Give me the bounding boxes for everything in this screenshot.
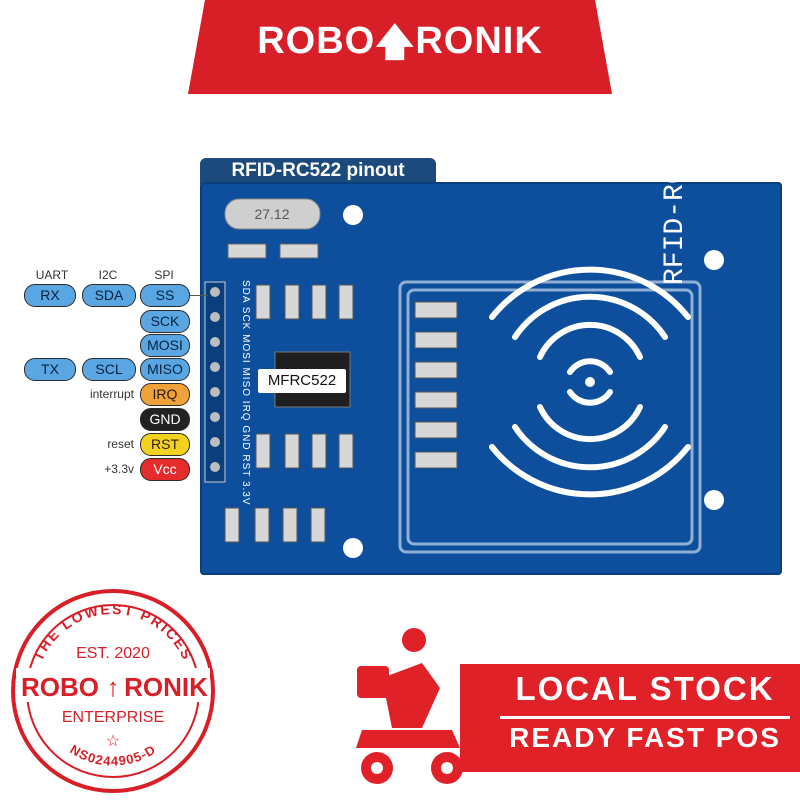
antenna-center — [585, 377, 595, 387]
pinout-title: RFID-RC522 pinout — [200, 158, 436, 184]
label-3v3: +3.3v — [104, 462, 134, 476]
component-row-top — [255, 284, 354, 320]
pin-tx: TX — [24, 358, 76, 381]
crystal-label: 27.12 — [254, 206, 289, 222]
mount-hole — [704, 250, 724, 270]
stamp-est: EST. 2020 — [76, 645, 150, 662]
enterprise-stamp: THE LOWEST PRICES EST. 2020 ROBO ↑ RONIK… — [11, 589, 215, 793]
pin-miso: MISO — [140, 358, 190, 381]
component-row-bottom — [224, 507, 326, 543]
capacitor — [227, 243, 267, 259]
arrow-up-icon: 🡅 — [375, 22, 416, 64]
pin-vcc: Vcc — [140, 458, 190, 481]
col-head-uart: UART — [35, 268, 69, 282]
pin-scl: SCL — [82, 358, 136, 381]
banner-divider — [500, 716, 790, 719]
capacitor — [279, 243, 319, 259]
scooter-delivery-icon — [356, 628, 463, 784]
arrow-up-icon: ↑ — [107, 672, 120, 702]
board-graphic: 27.12 — [204, 198, 724, 558]
component-column-right — [414, 301, 458, 469]
component-row-mid — [255, 433, 354, 469]
col-head-i2c: I2C — [98, 268, 118, 282]
col-head-spi: SPI — [154, 268, 174, 282]
label-reset: reset — [107, 437, 134, 451]
pin-mosi: MOSI — [140, 334, 190, 357]
logo-text-left: ROBO — [257, 20, 376, 62]
crystal — [224, 198, 321, 230]
chip-label: MFRC522 — [258, 369, 346, 393]
pin-rx: RX — [24, 284, 76, 307]
ready-fast-pos-text: READY FAST POS — [509, 722, 781, 753]
pin-sck: SCK — [140, 310, 190, 333]
stamp-logo-right: RONIK — [124, 672, 208, 702]
pin-ss: SS — [140, 284, 190, 307]
stamp-enterprise: ENTERPRISE — [62, 709, 164, 726]
antenna-coil — [398, 280, 702, 554]
pin-irq: IRQ — [140, 383, 190, 406]
header-pin-labels: SDA SCK MOSI MISO IRQ GND RST 3.3V — [240, 280, 251, 506]
pin-gnd: GND — [140, 408, 190, 431]
header-banner — [188, 0, 612, 94]
mount-hole — [343, 538, 363, 558]
local-stock-text: LOCAL STOCK — [515, 670, 775, 707]
pin-header — [204, 281, 226, 483]
rfid-waves-icon — [489, 266, 691, 498]
brand-logo: ROBO🡅RONIK — [188, 12, 612, 77]
logo-text-right: RONIK — [415, 20, 543, 62]
pin-rst: RST — [140, 433, 190, 456]
header-pins — [210, 287, 220, 472]
board-name: RFID-RC522 — [660, 116, 691, 285]
star-icon: ☆ — [106, 733, 120, 750]
stamp-logo-left: ROBO — [21, 672, 99, 702]
pin-sda: SDA — [82, 284, 136, 307]
mount-hole — [343, 205, 363, 225]
label-interrupt: interrupt — [89, 387, 134, 401]
pin-connector — [188, 295, 208, 296]
mount-hole — [704, 490, 724, 510]
